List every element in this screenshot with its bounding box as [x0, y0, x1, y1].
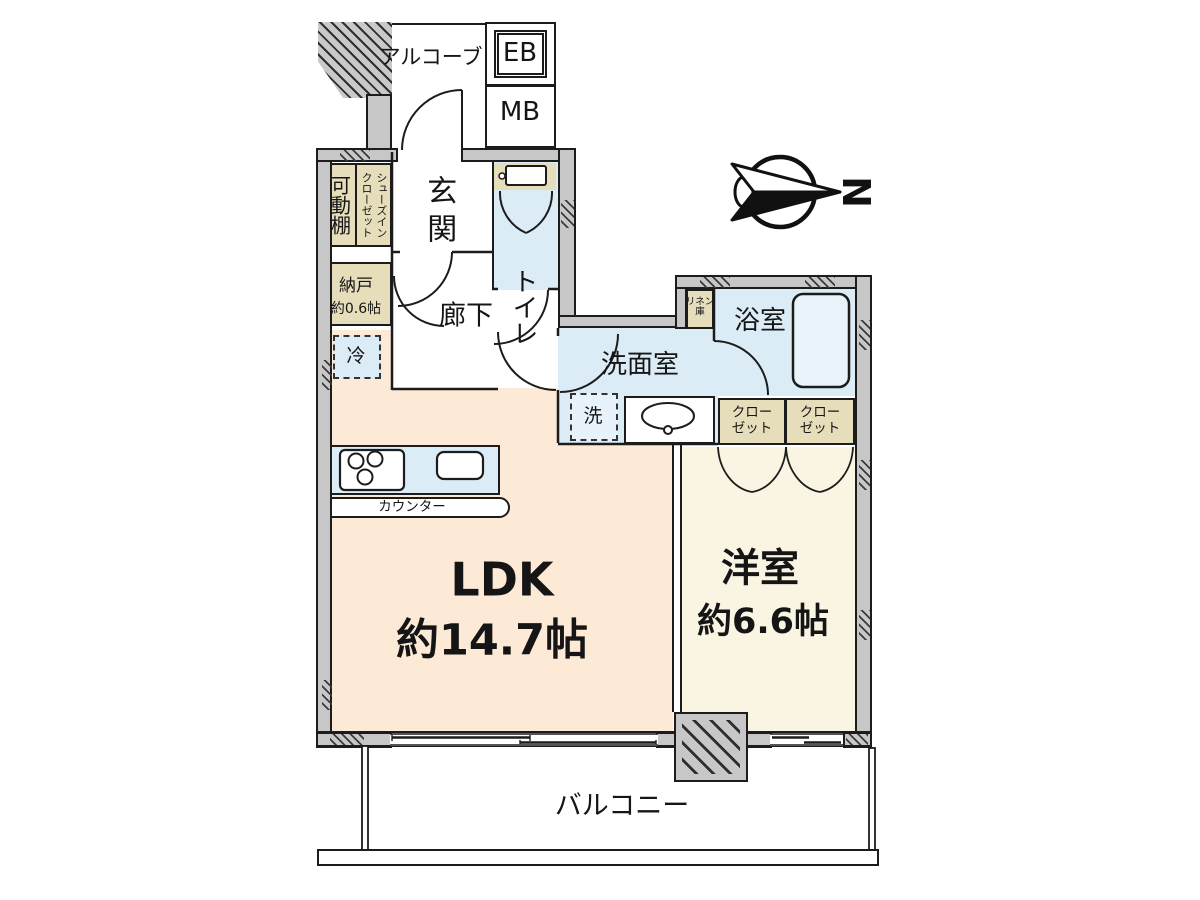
- wall-hatch: [805, 277, 835, 288]
- bath-door-arc: [713, 340, 769, 396]
- room-western: [682, 447, 855, 732]
- wall-washroom-top: [558, 315, 688, 328]
- alcove-label: アルコーブ: [379, 44, 483, 69]
- balcony-label: バルコニー: [554, 790, 690, 822]
- hallway-label: 廊下: [439, 300, 493, 332]
- linen-label: リネン 庫: [685, 296, 715, 318]
- genkan-label: 玄関: [421, 175, 457, 251]
- genkan-door-arc: [397, 251, 453, 307]
- compass-north-label: N: [834, 176, 878, 208]
- eb-box-inner: [497, 33, 544, 75]
- counter-label: カウンター: [378, 499, 446, 516]
- closet-left-box: [718, 398, 786, 445]
- refrigerator-space: [333, 335, 381, 379]
- wall-hatch: [330, 734, 364, 746]
- eb-label: EB: [502, 38, 538, 69]
- wall-hatch: [859, 610, 870, 640]
- nando-door-arc: [393, 275, 445, 327]
- wall-hatch: [700, 277, 730, 288]
- entrance-door-arc: [401, 89, 463, 151]
- refrigerator-label: 冷: [346, 345, 366, 368]
- bathroom-label: 浴室: [733, 306, 787, 337]
- ebmb-divider: [485, 84, 556, 87]
- pillar-hatch: [682, 720, 740, 774]
- closet-left-label: クロー ゼット: [731, 404, 773, 436]
- shoes-in-closet-label: シューズイン クローゼット: [360, 172, 388, 238]
- toilet-label: トイレ: [507, 268, 538, 346]
- wall-segment: [366, 94, 392, 152]
- nando-label: 納戸: [339, 276, 373, 297]
- balcony-rails: [317, 745, 879, 866]
- ldk-door-arc: [497, 331, 557, 391]
- closet-right-label: クロー ゼット: [799, 404, 841, 436]
- nando-size: 約0.6帖: [330, 300, 382, 317]
- washbasin-icon: [624, 396, 715, 444]
- wall-hatch: [322, 680, 332, 710]
- closet-right-folding-door: [785, 446, 854, 493]
- closet-right-box: [785, 398, 855, 445]
- wall-hatch: [322, 360, 332, 390]
- wall-hatch: [340, 150, 370, 161]
- eb-box-outer: [494, 30, 547, 78]
- compass-icon: N: [730, 154, 878, 230]
- western-room-label: 洋室: [720, 546, 800, 592]
- movable-shelf-label: 可動棚: [327, 175, 352, 235]
- western-room-size: 約6.6帖: [696, 601, 830, 642]
- wall-hatch: [859, 460, 870, 490]
- ldk-western-partition: [672, 445, 682, 712]
- bottom-wall-lines: [316, 731, 872, 747]
- washroom-door-arc: [559, 333, 619, 393]
- stove-icon: [338, 448, 406, 492]
- mb-label: MB: [499, 97, 541, 128]
- ldk-label: LDK: [450, 552, 554, 607]
- wall-hatch: [846, 734, 868, 746]
- kitchen-sink-icon: [435, 450, 485, 481]
- wall-hatch: [859, 320, 870, 350]
- ldk-size: 約14.7帖: [395, 615, 589, 666]
- wall-hatch: [561, 200, 574, 228]
- washroom-label: 洗面室: [600, 350, 680, 381]
- washer-label: 洗: [583, 405, 603, 428]
- closet-left-folding-door: [717, 446, 787, 493]
- ldk-window: [390, 733, 658, 746]
- washer-space: [570, 393, 618, 441]
- toilet-door-arc: [493, 289, 549, 345]
- toilet-fixture-icon: [498, 165, 554, 234]
- bathtub-icon: [791, 292, 851, 389]
- western-room-window: [770, 733, 843, 746]
